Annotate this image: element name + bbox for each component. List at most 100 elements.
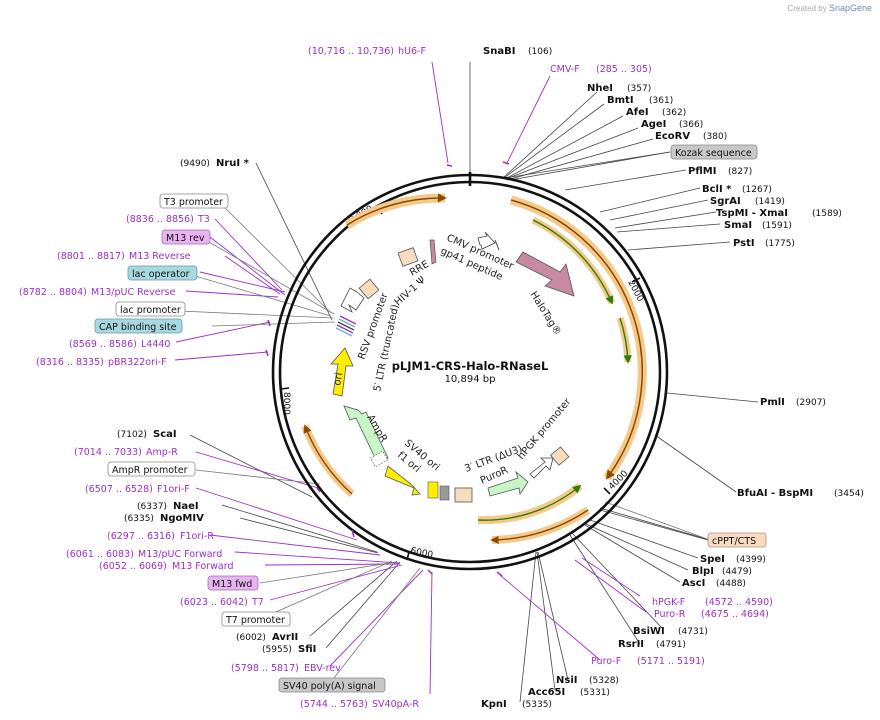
svg-text:(6002): (6002) <box>236 633 266 643</box>
svg-text:(106): (106) <box>528 47 552 57</box>
orf-arcs <box>301 193 647 545</box>
feature-cap-binding-site: CAP binding site <box>99 322 177 333</box>
svg-text:(6335): (6335) <box>124 514 154 524</box>
label-halotag: HaloTag® <box>527 290 563 338</box>
enzyme-sfii: SfiI <box>298 644 316 655</box>
svg-text:(8801 .. 8817): (8801 .. 8817) <box>57 251 125 262</box>
puror-arrow <box>487 470 529 497</box>
enzyme-avrii: AvrII <box>272 632 298 643</box>
svg-text:(6023 .. 6042): (6023 .. 6042) <box>180 597 248 608</box>
primer-l4440: L4440 <box>141 339 170 350</box>
svg-text:(6297 .. 6316): (6297 .. 6316) <box>107 531 175 542</box>
svg-text:(5798 .. 5817): (5798 .. 5817) <box>231 663 299 674</box>
enzyme-ecorv: EcoRV <box>655 131 690 142</box>
primer-f1ori-f: F1ori-F <box>157 484 190 495</box>
feature-ampr-promoter: AmpR promoter <box>112 465 188 476</box>
rsv-promoter-arrow <box>340 287 365 313</box>
enzyme-bmti: BmtI <box>607 95 634 106</box>
sv40-ori-box <box>427 481 439 499</box>
svg-text:(5744 .. 5763): (5744 .. 5763) <box>300 699 368 710</box>
svg-text:(4791): (4791) <box>656 640 686 650</box>
feature-lac-operator: lac operator <box>132 269 190 280</box>
enzyme-nrui: NruI * <box>216 158 250 169</box>
primer-f1ori-r: F1ori-R <box>180 531 214 542</box>
cppt-box <box>549 446 570 466</box>
svg-text:(362): (362) <box>662 108 686 118</box>
svg-text:(7102): (7102) <box>117 430 147 440</box>
svg-text:(4399): (4399) <box>736 555 766 565</box>
svg-text:(827): (827) <box>728 167 752 177</box>
enzyme-acc65i: Acc65I <box>528 687 565 698</box>
enzyme-afei: AfeI <box>626 107 649 118</box>
svg-text:(4488): (4488) <box>716 579 746 589</box>
svg-text:(4479): (4479) <box>722 567 752 577</box>
label-ori: ori <box>332 372 345 387</box>
svg-text:(357): (357) <box>627 84 651 94</box>
svg-text:(285 .. 305): (285 .. 305) <box>596 64 652 75</box>
enzyme-pmli: PmlI <box>760 397 785 408</box>
primer-t7: T7 <box>251 597 264 608</box>
primer-site-marks <box>265 161 510 577</box>
primer-hu6-f: hU6-F <box>398 46 426 57</box>
primer-ebv-rev: EBV-rev <box>304 663 341 674</box>
feature-m13-rev: M13 rev <box>166 233 205 244</box>
ltr5-box <box>358 278 380 300</box>
lac-feature-stripes <box>335 315 357 337</box>
snapgene-credit: Created by SnapGene <box>787 3 872 13</box>
svg-text:(361): (361) <box>649 96 673 106</box>
feature-boxes: Kozak sequence cPPT/CTS SV40 poly(A) sig… <box>94 144 767 693</box>
primer-m13-forward: M13 Forward <box>172 561 234 572</box>
snapgene-logo: SnapGene <box>828 3 872 13</box>
ltr3-box <box>454 487 473 503</box>
enzyme-ngomiv: NgoMIV <box>160 513 204 524</box>
svg-text:(5171 .. 5191): (5171 .. 5191) <box>637 656 705 667</box>
enzyme-spei: SpeI <box>700 554 725 565</box>
svg-text:(4675 .. 4694): (4675 .. 4694) <box>701 609 769 620</box>
enzyme-nhei: NheI <box>587 83 613 94</box>
svg-text:(8782 .. 8804): (8782 .. 8804) <box>19 287 87 298</box>
hiv-psi-mark <box>429 239 437 265</box>
enzyme-scai: ScaI <box>153 429 177 440</box>
svg-text:(1589): (1589) <box>812 209 842 219</box>
feature-connector-lines <box>179 204 711 684</box>
svg-text:(5335): (5335) <box>522 700 552 710</box>
svg-text:(6061 .. 6083): (6061 .. 6083) <box>66 549 134 560</box>
feature-t7-promoter: T7 promoter <box>225 615 285 626</box>
plasmid-size: 10,894 bp <box>445 374 496 385</box>
svg-text:(380): (380) <box>703 132 727 142</box>
cmv-promoter-arrow <box>477 231 496 250</box>
feature-kozak-sequence: Kozak sequence <box>675 148 752 159</box>
enzyme-kpni: KpnI <box>481 699 507 710</box>
feature-sv40-polya-signal: SV40 poly(A) signal <box>283 681 376 692</box>
enzyme-asci: AscI <box>682 578 705 589</box>
ori-arrow <box>330 347 354 397</box>
enzyme-bfuai-bspmi: BfuAI - BspMI <box>737 488 813 499</box>
feature-cppt-cts: cPPT/CTS <box>712 536 756 547</box>
enzyme-tspmi-xmai: TspMI - XmaI <box>716 208 788 219</box>
svg-text:(1775): (1775) <box>765 239 795 249</box>
primer-sv40pa-r: SV40pA-R <box>372 699 419 710</box>
enzyme-labels: SnaBI (106) NheI (357) BmtI (361) AfeI (362)… <box>117 46 864 710</box>
svg-text:(8316 .. 8335): (8316 .. 8335) <box>36 357 104 368</box>
svg-text:(9490): (9490) <box>180 159 210 169</box>
svg-text:(8569 .. 8586): (8569 .. 8586) <box>69 339 137 350</box>
svg-text:(5328): (5328) <box>589 676 619 686</box>
enzyme-pflmi: PflMI <box>688 166 716 177</box>
svg-text:(6337): (6337) <box>137 502 167 512</box>
ampr-promoter-box <box>369 450 389 468</box>
primer-hpgk-f: hPGK-F <box>652 597 685 608</box>
enzyme-nsii: NsiI <box>556 675 577 686</box>
svg-text:(2907): (2907) <box>796 398 826 408</box>
f1ori-arrow <box>384 465 421 496</box>
svg-text:(6507 .. 6528): (6507 .. 6528) <box>85 484 153 495</box>
label-hiv-psi: HIV-1 Ψ <box>393 275 429 309</box>
enzyme-rsrii: RsrII <box>618 639 644 650</box>
feature-m13-fwd: M13 fwd <box>212 579 252 590</box>
svg-text:(1591): (1591) <box>762 221 792 231</box>
primer-m13-reverse: M13 Reverse <box>129 251 191 262</box>
enzyme-snabi: SnaBI <box>483 46 515 57</box>
sv40-polya-box <box>439 485 450 501</box>
svg-text:(4731): (4731) <box>678 627 708 637</box>
svg-text:(1419): (1419) <box>755 197 785 207</box>
